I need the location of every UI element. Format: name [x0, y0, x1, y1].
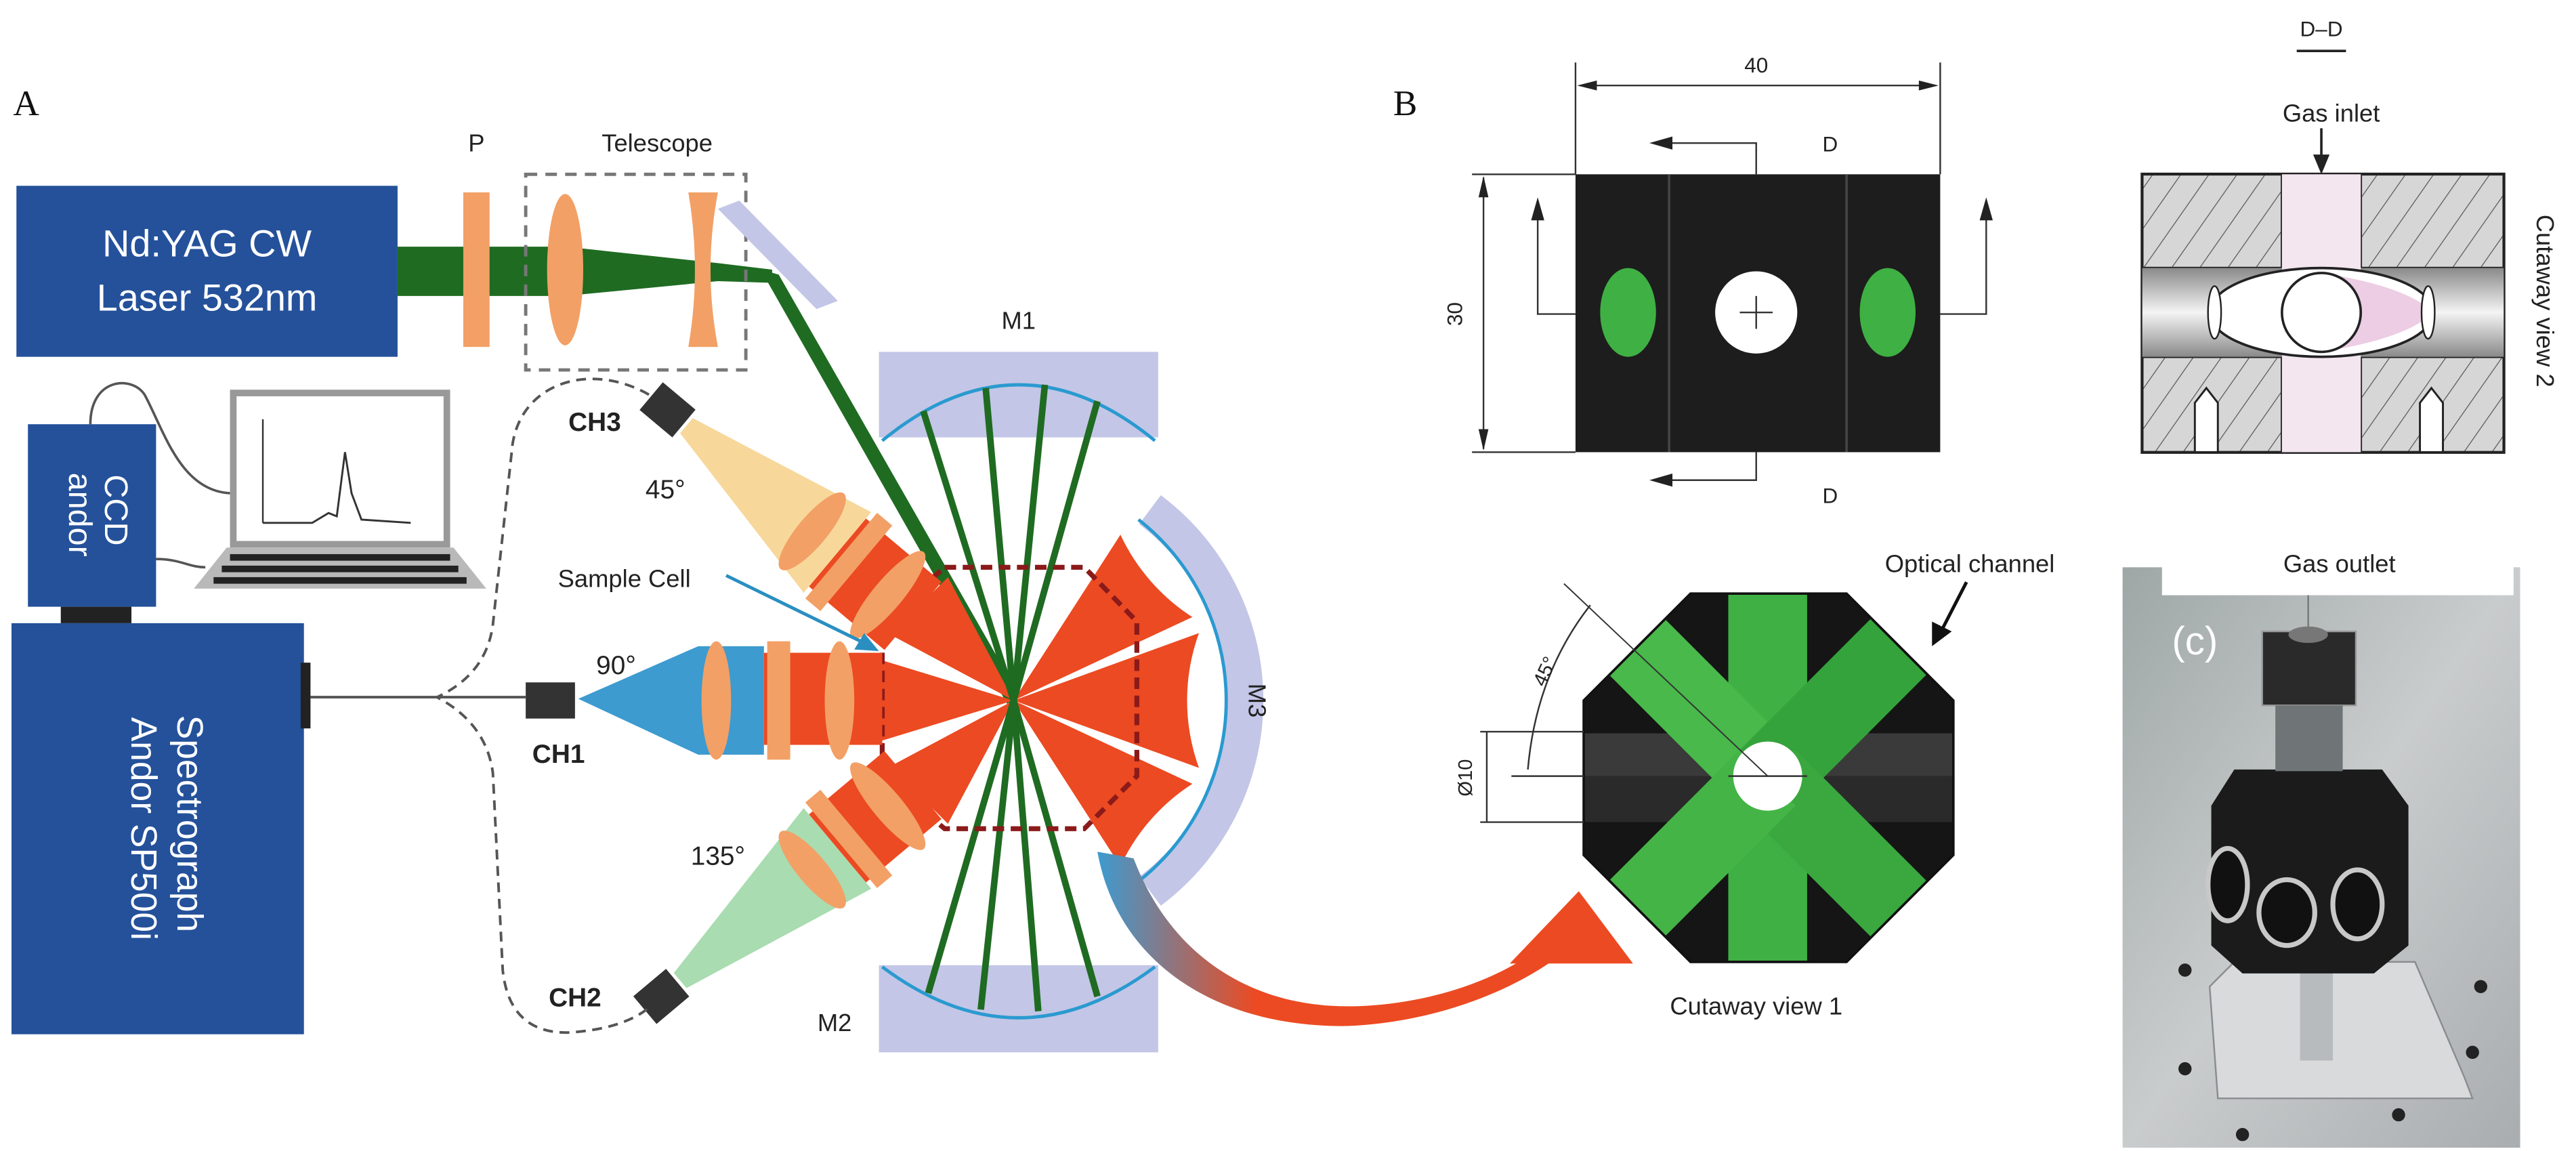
telescope-lens-2 — [688, 192, 718, 348]
mirror-m3-label: M3 — [1243, 684, 1271, 718]
spectrograph-label-line1: Spectrograph — [169, 715, 209, 932]
fiber-bundle-dashed — [434, 377, 652, 1034]
width-dimension: 40 — [1744, 53, 1768, 77]
ch1-angle: 90° — [596, 651, 636, 680]
photo-panel-label: (c) — [2172, 619, 2218, 663]
ccd-label-line2: andor — [62, 473, 98, 557]
mirror-m2 — [879, 965, 1158, 1053]
cutaway-view-1: Ø10 45° Optical channel Cutaway view 1 — [1455, 550, 2055, 1020]
laptop-icon — [89, 381, 486, 589]
spectrograph-label-line2: Andor SP500i — [123, 717, 163, 940]
section-marker-top: D — [1822, 131, 1838, 156]
mirror-m2-surface — [881, 965, 1156, 1020]
scattered-light — [879, 535, 1200, 866]
mirror-m3 — [1139, 495, 1264, 906]
cell-photo: Gas outlet (c) — [2122, 550, 2520, 1148]
panel-label-a: A — [13, 83, 39, 123]
steering-mirror — [717, 201, 838, 310]
spectrograph — [11, 623, 304, 1034]
ch2-angle: 135° — [691, 842, 745, 871]
laser-beam — [397, 247, 772, 296]
mirror-m1-label: M1 — [1001, 306, 1036, 334]
gas-inlet-label: Gas inlet — [2283, 100, 2380, 127]
sample-cell-arrowhead — [854, 633, 879, 652]
section-view: D–D Gas inlet Cutaway view 2 — [2140, 16, 2559, 454]
telescope-box — [524, 172, 748, 372]
window-left — [1600, 268, 1656, 357]
svg-text:Spectrograph Andor SP500i: Spectrograph Andor SP500i — [123, 715, 209, 942]
front-view: 40 30 D D — [1443, 53, 1993, 508]
laser-box: Nd:YAG CW Laser 532nm — [16, 186, 398, 357]
ccd-label-line1: CCD — [98, 474, 134, 545]
ch1-collection-optics — [578, 641, 883, 760]
ch2-label: CH2 — [549, 983, 601, 1012]
spectrum-plot — [263, 452, 411, 524]
ch1-label: CH1 — [532, 740, 585, 769]
optical-channel-label: Optical channel — [1885, 550, 2055, 578]
height-dimension: 30 — [1443, 302, 1467, 326]
polarizer-label: P — [468, 129, 484, 156]
mirror-m2-label: M2 — [818, 1009, 852, 1037]
polarizer — [463, 192, 490, 348]
window-right — [1859, 268, 1916, 357]
ch2-collection-optics — [633, 751, 942, 1024]
section-title: D–D — [2300, 16, 2343, 41]
multipass-rays — [920, 384, 1101, 1012]
spectrograph-input-port — [300, 663, 311, 729]
cutaway-view-2-caption: Cutaway view 2 — [2531, 215, 2559, 388]
svg-text:CCD andor: CCD andor — [62, 473, 134, 557]
mirror-m1-surface — [881, 383, 1156, 442]
telescope-label: Telescope — [601, 129, 713, 156]
gas-outlet-label: Gas outlet — [2283, 550, 2396, 578]
ch3-label: CH3 — [568, 408, 621, 437]
sample-cell-arrow — [725, 574, 868, 646]
cutaway-view-1-caption: Cutaway view 1 — [1670, 992, 1842, 1020]
mirror-m1 — [879, 352, 1158, 438]
photo-fitting — [2261, 630, 2357, 707]
diameter-dimension: Ø10 — [1455, 759, 1477, 797]
panel-label-b: B — [1393, 83, 1418, 123]
ch1-detector — [526, 682, 575, 719]
zoom-arrowhead — [1509, 891, 1633, 964]
laser-label-line1: Nd:YAG CW — [102, 222, 312, 265]
laser-label-line2: Laser 532nm — [97, 276, 318, 319]
ccd-connector — [60, 606, 132, 623]
ccd-camera — [28, 424, 156, 607]
photo-base-plate — [2208, 961, 2474, 1100]
ch3-collection-optics — [639, 382, 942, 650]
mirror-m3-surface — [1137, 518, 1228, 883]
sample-cell-label: Sample Cell — [558, 564, 691, 592]
telescope-lens-1 — [547, 194, 584, 346]
zoom-arrow — [1097, 852, 1551, 1026]
section-marker-bottom: D — [1822, 484, 1838, 508]
optical-channel-arrow — [1939, 581, 1968, 634]
ch3-angle: 45° — [646, 475, 685, 504]
